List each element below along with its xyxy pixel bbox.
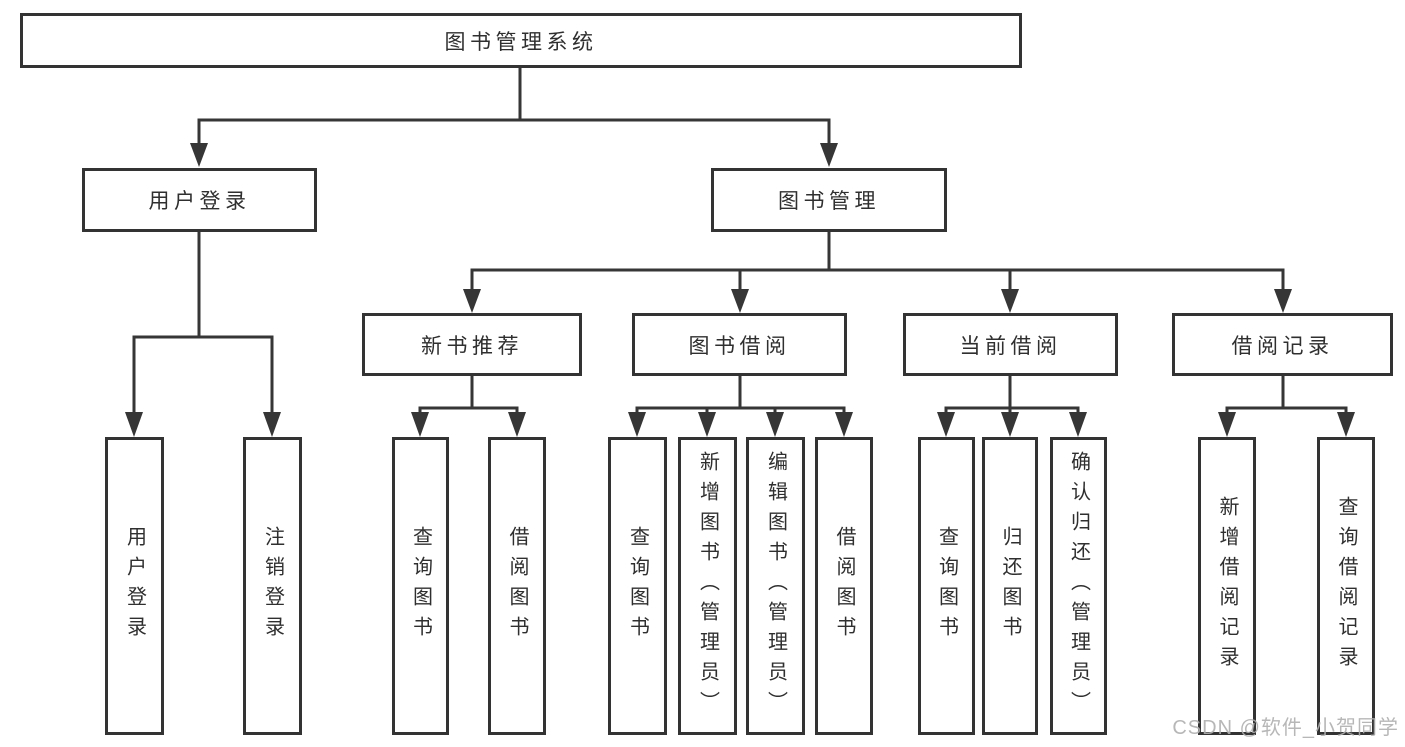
node-label: 图书管理 xyxy=(778,190,880,213)
leaf-add-book-admin: 新增图书（管理员） xyxy=(678,437,737,735)
arrow-down-icon xyxy=(263,412,281,437)
node-label: 编辑图书（管理员） xyxy=(764,451,787,721)
arrow-down-icon xyxy=(1274,289,1292,313)
leaf-return-book: 归还图书 xyxy=(982,437,1038,735)
node-label: 图书借阅 xyxy=(688,334,791,358)
connector-recommend-to-leaves xyxy=(411,374,526,437)
arrow-down-icon xyxy=(698,412,716,437)
node-label: 当前借阅 xyxy=(959,334,1062,358)
arrow-down-icon xyxy=(1337,412,1355,437)
connector-root-to-level2 xyxy=(190,66,838,167)
connector-borrow-to-leaves xyxy=(628,374,853,437)
arrow-down-icon xyxy=(1001,289,1019,313)
arrow-down-icon xyxy=(463,289,481,313)
connector-management-to-level3 xyxy=(463,230,1292,313)
node-label: 注销登录 xyxy=(261,526,284,646)
arrow-down-icon xyxy=(1001,412,1019,437)
node-label: 查询图书 xyxy=(409,526,432,646)
arrow-down-icon xyxy=(937,412,955,437)
arrow-down-icon xyxy=(628,412,646,437)
arrow-down-icon xyxy=(766,412,784,437)
arrow-down-icon xyxy=(835,412,853,437)
leaf-user-login: 用户登录 xyxy=(105,437,164,735)
leaf-confirm-return-admin: 确认归还（管理员） xyxy=(1050,437,1107,735)
node-label: 查询图书 xyxy=(626,526,649,646)
node-label: 借阅图书 xyxy=(506,526,528,646)
node-label: 新增借阅记录 xyxy=(1216,496,1238,676)
node-label: 查询借阅记录 xyxy=(1335,496,1357,676)
node-new-book-recommend: 新书推荐 xyxy=(362,313,582,376)
leaf-edit-book-admin: 编辑图书（管理员） xyxy=(746,437,805,735)
connector-records-to-leaves xyxy=(1218,374,1355,437)
node-label: 查询图书 xyxy=(935,526,958,646)
arrow-down-icon xyxy=(1069,412,1087,437)
watermark: CSDN @软件_小贺同学 xyxy=(1172,717,1399,739)
node-label: 借阅记录 xyxy=(1231,334,1334,358)
node-label: 用户登录 xyxy=(148,190,251,213)
leaf-add-borrow-record: 新增借阅记录 xyxy=(1198,437,1256,735)
node-label: 用户登录 xyxy=(123,526,146,646)
arrow-down-icon xyxy=(190,143,208,167)
arrow-down-icon xyxy=(1218,412,1236,437)
node-label: 确认归还（管理员） xyxy=(1067,451,1090,721)
node-current-borrow: 当前借阅 xyxy=(903,313,1118,376)
node-label: 归还图书 xyxy=(999,526,1021,646)
arrow-down-icon xyxy=(731,289,749,313)
arrow-down-icon xyxy=(411,412,429,437)
node-label: 借阅图书 xyxy=(833,526,855,646)
node-root: 图书管理系统 xyxy=(20,13,1022,68)
leaf-query-books-borrow: 查询图书 xyxy=(608,437,667,735)
leaf-query-books-current: 查询图书 xyxy=(918,437,975,735)
leaf-borrow-books: 借阅图书 xyxy=(815,437,873,735)
arrow-down-icon xyxy=(820,143,838,167)
leaf-query-borrow-record: 查询借阅记录 xyxy=(1317,437,1375,735)
leaf-borrow-books-recommend: 借阅图书 xyxy=(488,437,546,735)
node-borrow-records: 借阅记录 xyxy=(1172,313,1393,376)
leaf-query-books-recommend: 查询图书 xyxy=(392,437,449,735)
leaf-logout: 注销登录 xyxy=(243,437,302,735)
node-label: 图书管理系统 xyxy=(444,30,598,54)
node-label: 新书推荐 xyxy=(421,334,523,358)
arrow-down-icon xyxy=(125,412,143,437)
node-label: 新增图书（管理员） xyxy=(696,451,719,721)
connector-current-to-leaves xyxy=(937,374,1087,437)
node-user-login: 用户登录 xyxy=(82,168,317,232)
node-book-borrow: 图书借阅 xyxy=(632,313,847,376)
arrow-down-icon xyxy=(508,412,526,437)
connector-login-to-leaves xyxy=(125,230,281,437)
node-book-management: 图书管理 xyxy=(711,168,947,232)
